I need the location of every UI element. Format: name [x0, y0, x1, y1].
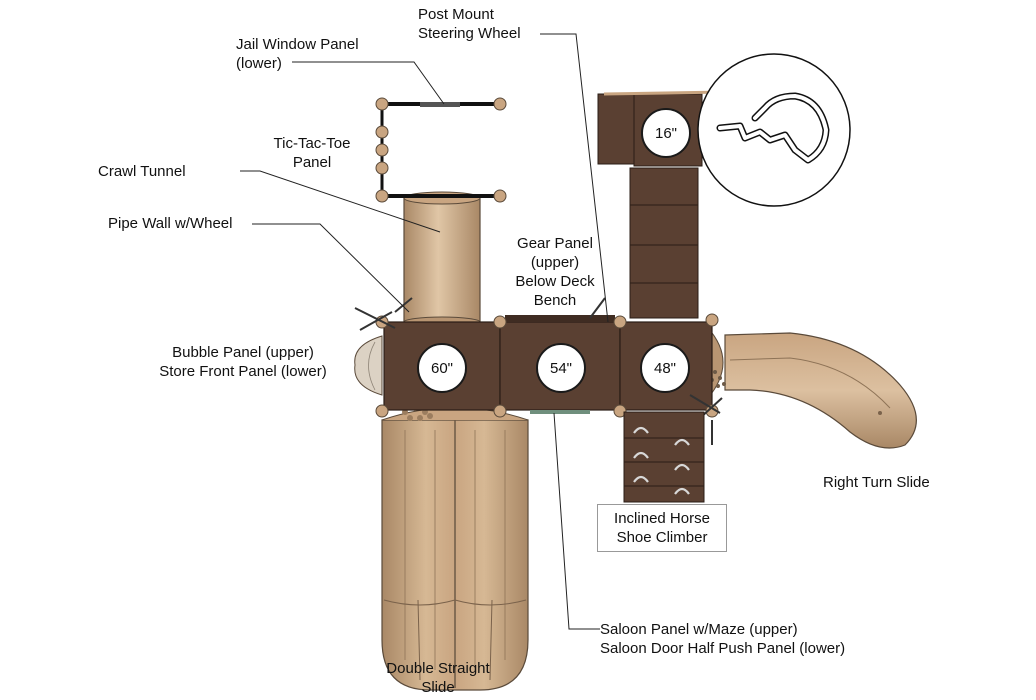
bubble-panel	[354, 335, 383, 396]
horse-shoe-climber-label: Inclined Horse Shoe Climber	[597, 504, 727, 552]
post-mount-label: Post Mount Steering Wheel	[418, 6, 521, 42]
tic-tac-toe-label: Tic-Tac-Toe Panel	[273, 135, 351, 171]
right-turn-slide-label: Right Turn Slide	[823, 474, 930, 491]
crawl-tunnel	[403, 191, 481, 328]
deck-middle-size-label: 54"	[549, 359, 572, 377]
bubble-panel-label: Bubble Panel (upper) Store Front Panel (…	[159, 344, 327, 380]
saloon-panel-label: Saloon Panel w/Maze (upper) Saloon Door …	[600, 621, 846, 657]
crawl-tunnel-label: Crawl Tunnel	[98, 163, 186, 180]
upper-frame	[375, 97, 507, 203]
jail-window-label: Jail Window Panel (lower)	[236, 36, 359, 72]
deck-left-size-badge: 60"	[417, 343, 467, 393]
pipe-wall-label: Pipe Wall w/Wheel	[108, 215, 233, 232]
maze-panel-detail	[697, 53, 851, 207]
deck-right-size-label: 48"	[653, 359, 676, 377]
double-straight-slide	[381, 405, 529, 691]
deck-left-size-label: 60"	[430, 359, 453, 377]
double-straight-slide-label: Double Straight Slide	[386, 660, 490, 696]
gear-panel-label: Gear Panel (upper) Below Deck Bench	[515, 235, 595, 309]
deck-middle-size-badge: 54"	[536, 343, 586, 393]
tower-size-label: 16"	[654, 124, 677, 142]
deck-right-size-badge: 48"	[640, 343, 690, 393]
right-turn-slide	[707, 327, 917, 449]
tower-size-badge: 16"	[641, 108, 691, 158]
horse-shoe-climber	[623, 411, 705, 503]
leader-lines	[240, 33, 609, 630]
